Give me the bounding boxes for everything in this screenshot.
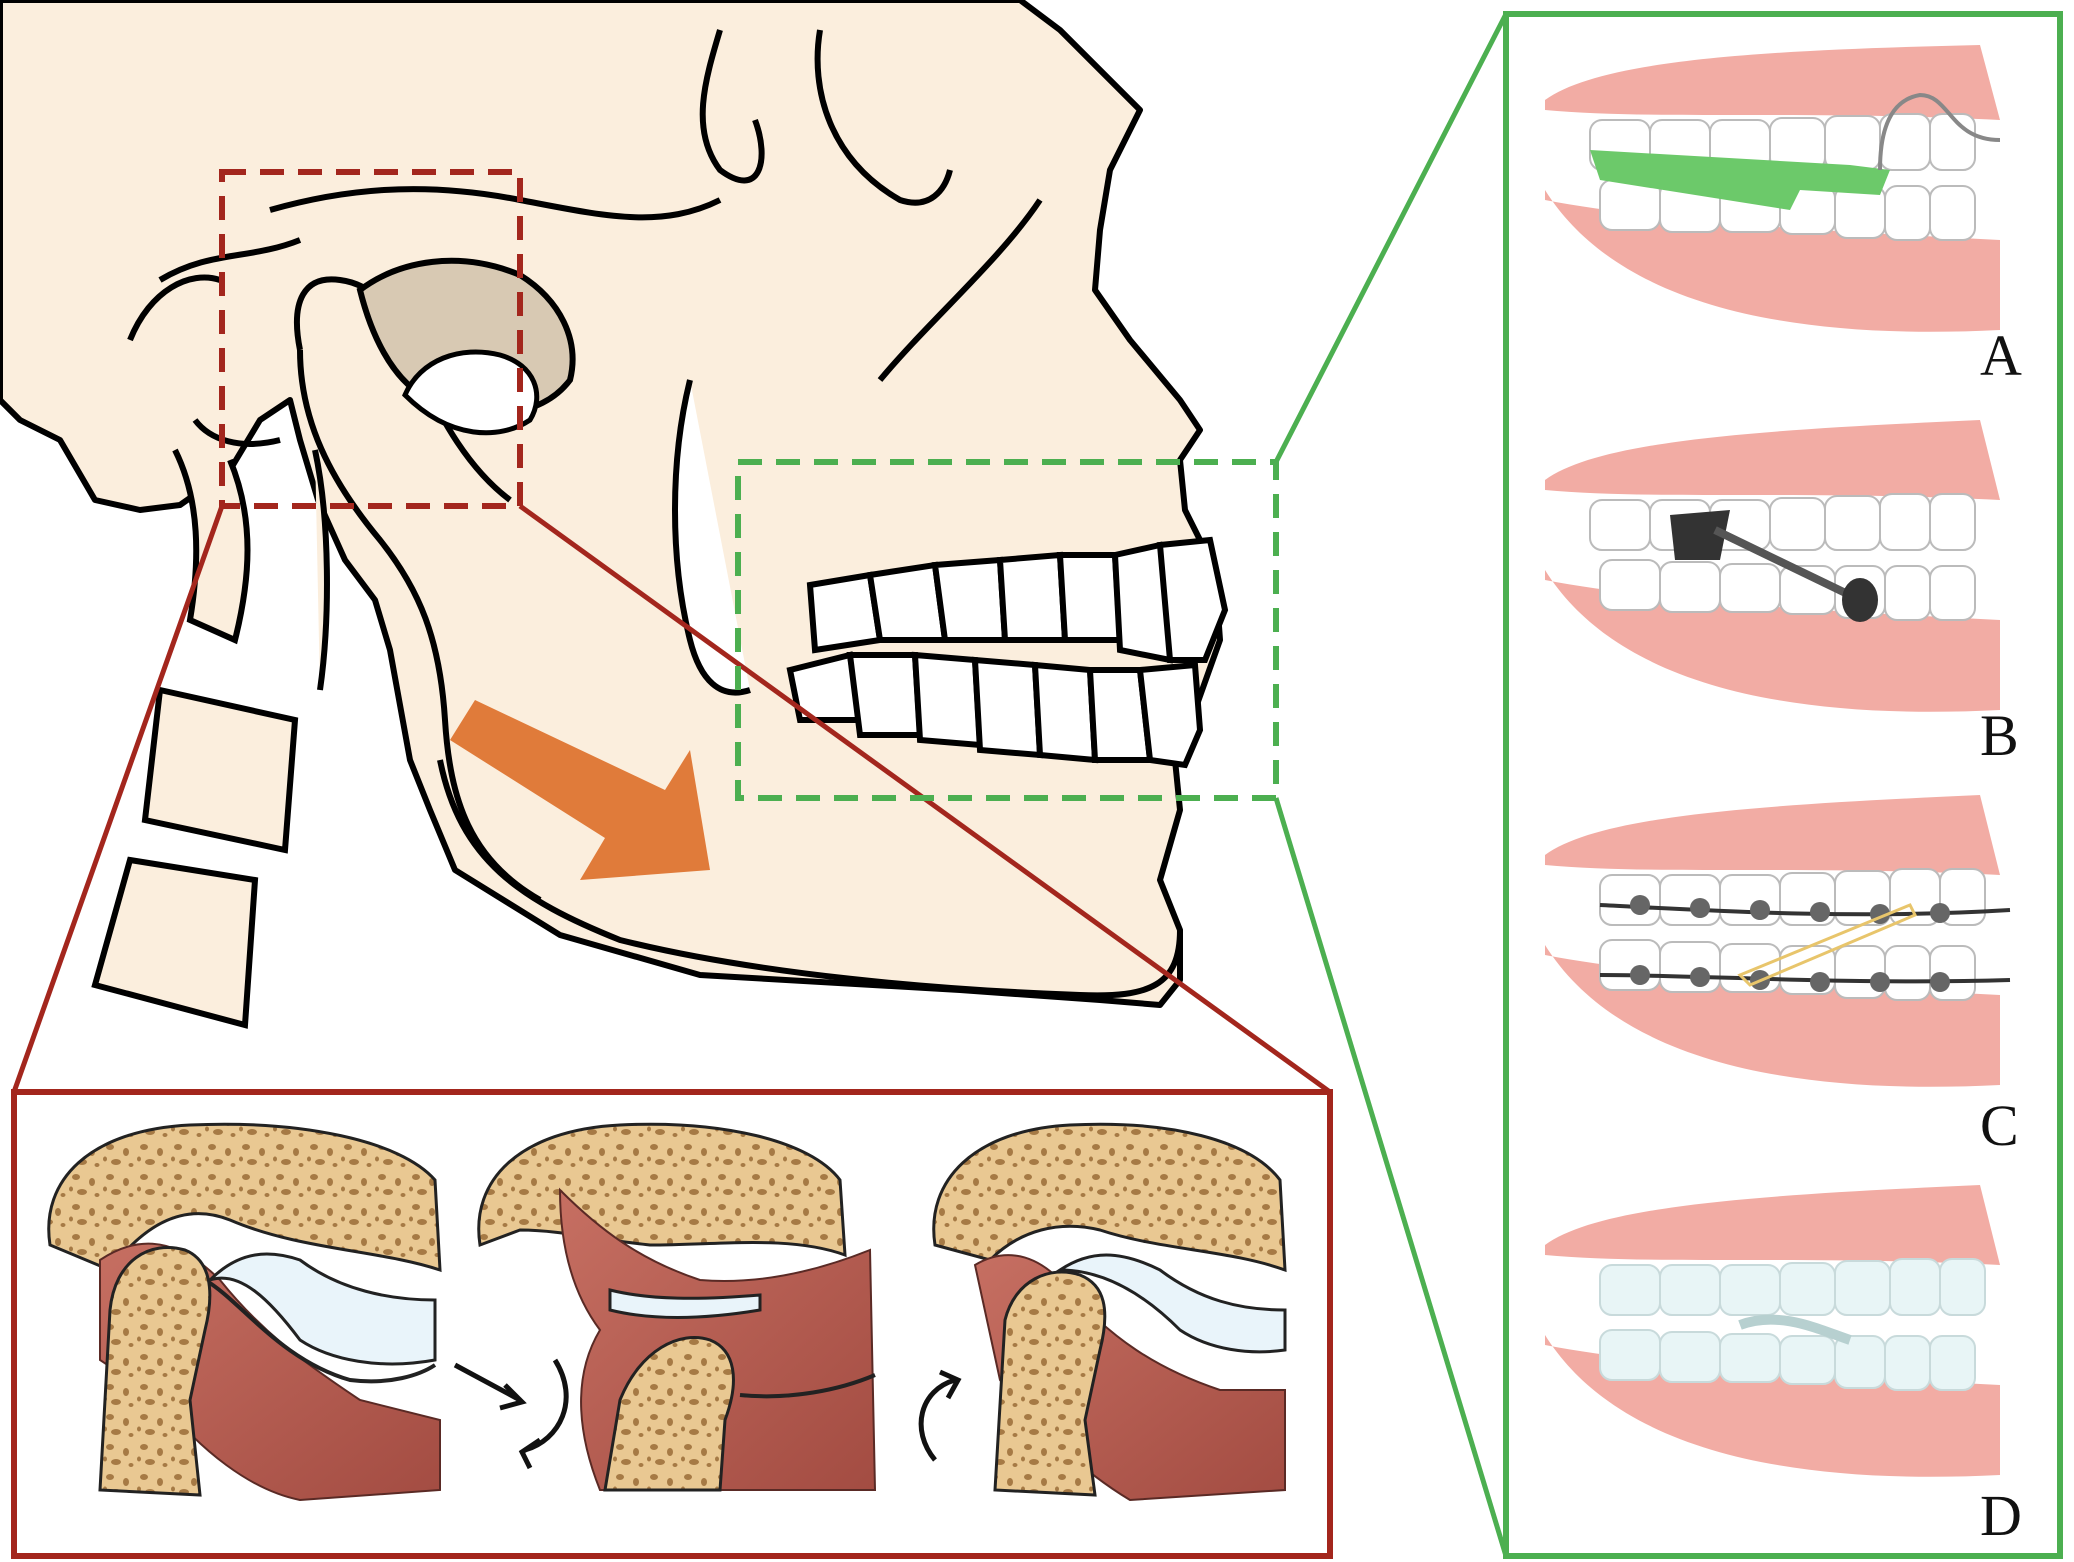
tmj-stage-closed bbox=[47, 1122, 442, 1502]
coronoid-notch bbox=[672, 379, 751, 696]
joint-zoom-line-left bbox=[11, 505, 225, 1093]
joint-highlight-box bbox=[219, 169, 523, 509]
panel-label-b: B bbox=[1980, 703, 2019, 768]
condyle-head bbox=[402, 349, 540, 436]
panel-label-d: D bbox=[1980, 1483, 2022, 1548]
orbit-contour-2 bbox=[814, 29, 953, 206]
teeth-highlight-box bbox=[735, 459, 1279, 801]
orbit-contour bbox=[699, 29, 765, 184]
cervical-vertebrae bbox=[91, 448, 330, 1029]
orange-arrow-icon bbox=[450, 700, 710, 880]
panel-label-c: C bbox=[1980, 1093, 2019, 1158]
tmj-stage-open bbox=[477, 1122, 877, 1492]
green-appliance bbox=[1590, 150, 1890, 210]
skull-outline bbox=[0, 0, 1223, 1008]
panel-label-a: A bbox=[1980, 323, 2022, 388]
mandible-lower-border bbox=[437, 759, 1183, 999]
panel-a-functional-appliance: A bbox=[1545, 45, 2022, 388]
rotate-arrow-icon bbox=[453, 1358, 569, 1470]
panel-b-herbst-appliance: B bbox=[1545, 420, 2019, 768]
temporal-line bbox=[127, 237, 302, 342]
tmj-stage-recaptured bbox=[932, 1122, 1287, 1502]
skull-teeth bbox=[786, 536, 1229, 769]
panel-d-clear-aligners: D bbox=[1545, 1185, 2022, 1548]
rotate-arrow-icon bbox=[918, 1369, 962, 1462]
cheek-line bbox=[877, 198, 1043, 382]
teeth-zoom-line-bottom bbox=[1273, 797, 1509, 1557]
mastoid-process bbox=[192, 418, 281, 447]
panel-c-fixed-braces-elastics: C bbox=[1545, 795, 2019, 1158]
skull-illustration bbox=[0, 0, 1229, 1029]
teeth-zoom-line-top bbox=[1273, 12, 1509, 464]
